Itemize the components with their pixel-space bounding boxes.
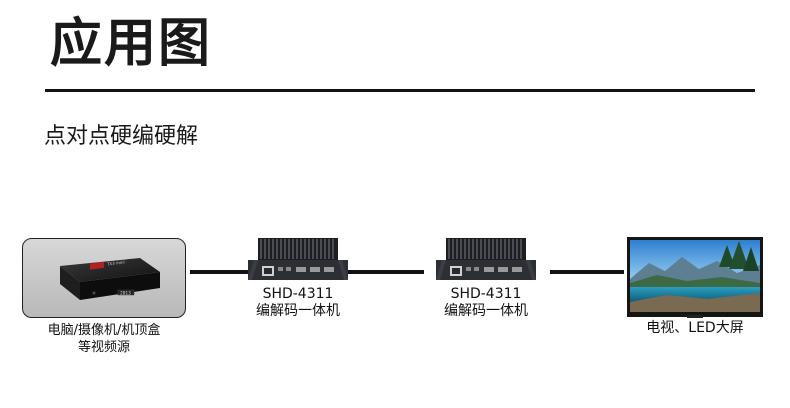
encoder-device-node	[248, 236, 348, 282]
display-caption: 电视、LED大屏	[646, 320, 744, 336]
box-screen-text: TX3 mini	[106, 259, 125, 266]
decoder-desc: 编解码一体机	[444, 303, 528, 319]
source-caption: 电脑/摄像机/机顶盒 等视频源	[14, 322, 194, 356]
title-divider	[45, 89, 755, 92]
link-source-to-encoder	[190, 270, 248, 274]
codec-device-icon	[436, 238, 536, 280]
source-caption-line2: 等视频源	[77, 340, 130, 355]
display-node	[627, 237, 763, 319]
codec-device-icon	[248, 238, 348, 280]
decoder-caption: SHD-4311 编解码一体机	[426, 286, 546, 320]
source-caption-line1: 电脑/摄像机/机顶盒	[47, 323, 161, 338]
decoder-device-node	[436, 236, 536, 282]
decoder-model: SHD-4311	[450, 286, 522, 302]
encoder-desc: 编解码一体机	[256, 303, 340, 319]
box-display-digits: 2013	[120, 291, 131, 297]
page-title: 应用图	[50, 14, 213, 74]
link-decoder-to-display	[550, 270, 624, 274]
diagram-subtitle: 点对点硬编硬解	[44, 124, 199, 149]
encoder-caption: SHD-4311 编解码一体机	[238, 286, 358, 320]
set-top-box-icon: TX3 mini 2013	[22, 238, 186, 318]
encoder-model: SHD-4311	[262, 286, 334, 302]
source-device-node: TX3 mini 2013	[22, 238, 186, 318]
tv-icon	[627, 237, 763, 318]
link-encoder-to-decoder	[348, 270, 424, 274]
